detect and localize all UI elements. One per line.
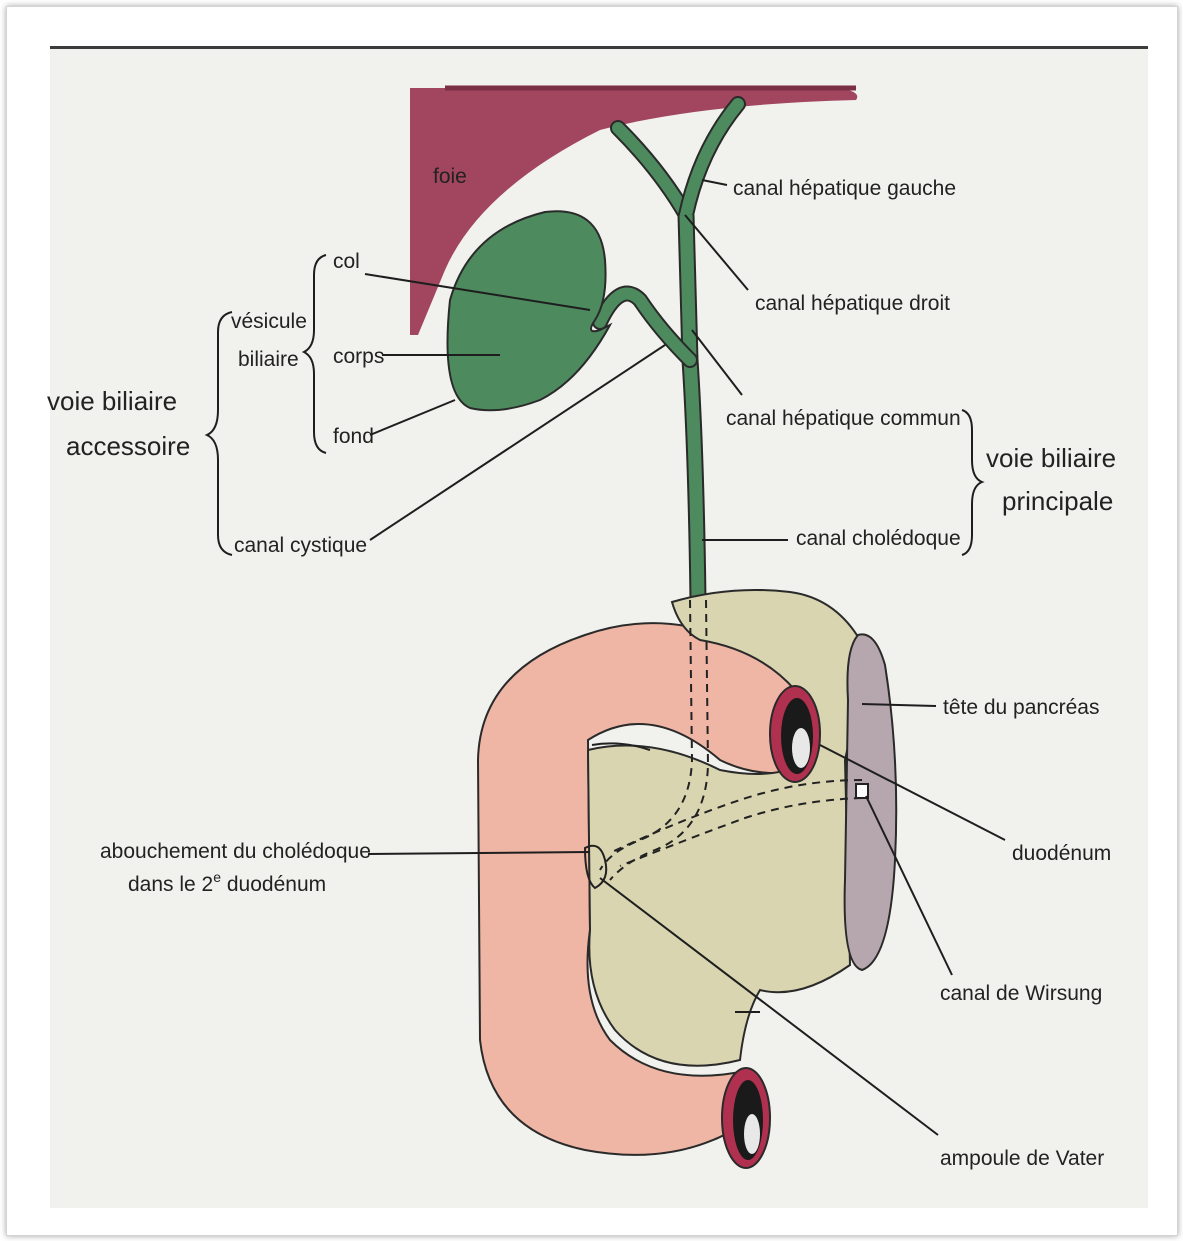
label-corps: corps	[333, 345, 384, 368]
brace-vesicule	[304, 255, 326, 453]
label-voie-principale-line2: principale	[1002, 486, 1113, 516]
label-abouchement-prefix: dans le 2	[128, 873, 213, 896]
pancreas-cut-surface	[845, 634, 897, 970]
gallbladder-shape	[448, 211, 611, 410]
label-voie-accessoire-line2: accessoire	[66, 431, 190, 461]
label-abouchement-line2: dans le 2e duodénum	[128, 869, 326, 896]
brace-voie-accessoire	[207, 312, 232, 555]
label-foie: foie	[433, 165, 467, 188]
brace-voie-principale	[962, 410, 982, 555]
lower-duodenum-lumen	[722, 1068, 770, 1168]
label-abouchement-sup: e	[213, 869, 221, 885]
left-hepatic-duct-fill	[618, 128, 686, 215]
label-duodenum: duodénum	[1012, 842, 1111, 865]
label-abouchement-line1: abouchement du cholédoque	[100, 840, 371, 863]
label-canal-choledoque: canal cholédoque	[796, 527, 961, 550]
cystic-duct-fill	[600, 294, 690, 360]
label-vesicule-line2: biliaire	[238, 348, 299, 371]
common-bile-duct-fill	[686, 215, 698, 600]
label-ampoule-de-vater: ampoule de Vater	[940, 1147, 1104, 1170]
label-canal-cystique: canal cystique	[234, 534, 367, 557]
label-vesicule-line1: vésicule	[231, 310, 307, 333]
label-fond: fond	[333, 425, 374, 448]
label-canal-hepatique-droit: canal hépatique droit	[755, 292, 950, 315]
label-canal-de-wirsung: canal de Wirsung	[940, 982, 1102, 1005]
label-canal-hepatique-gauche: canal hépatique gauche	[733, 177, 956, 200]
label-voie-principale-line1: voie biliaire	[986, 443, 1116, 473]
bile-ducts	[600, 104, 738, 600]
label-tete-du-pancreas: tête du pancréas	[943, 696, 1099, 719]
upper-duodenum-lumen	[770, 686, 820, 782]
leader-canal-hepatique-gauche	[702, 180, 727, 185]
label-canal-hepatique-commun: canal hépatique commun	[726, 407, 961, 430]
label-abouchement-suffix: duodénum	[221, 873, 326, 896]
label-voie-accessoire-line1: voie biliaire	[47, 386, 177, 416]
leader-fond	[370, 400, 455, 435]
wirsung-opening	[856, 784, 868, 798]
label-col: col	[333, 250, 360, 273]
